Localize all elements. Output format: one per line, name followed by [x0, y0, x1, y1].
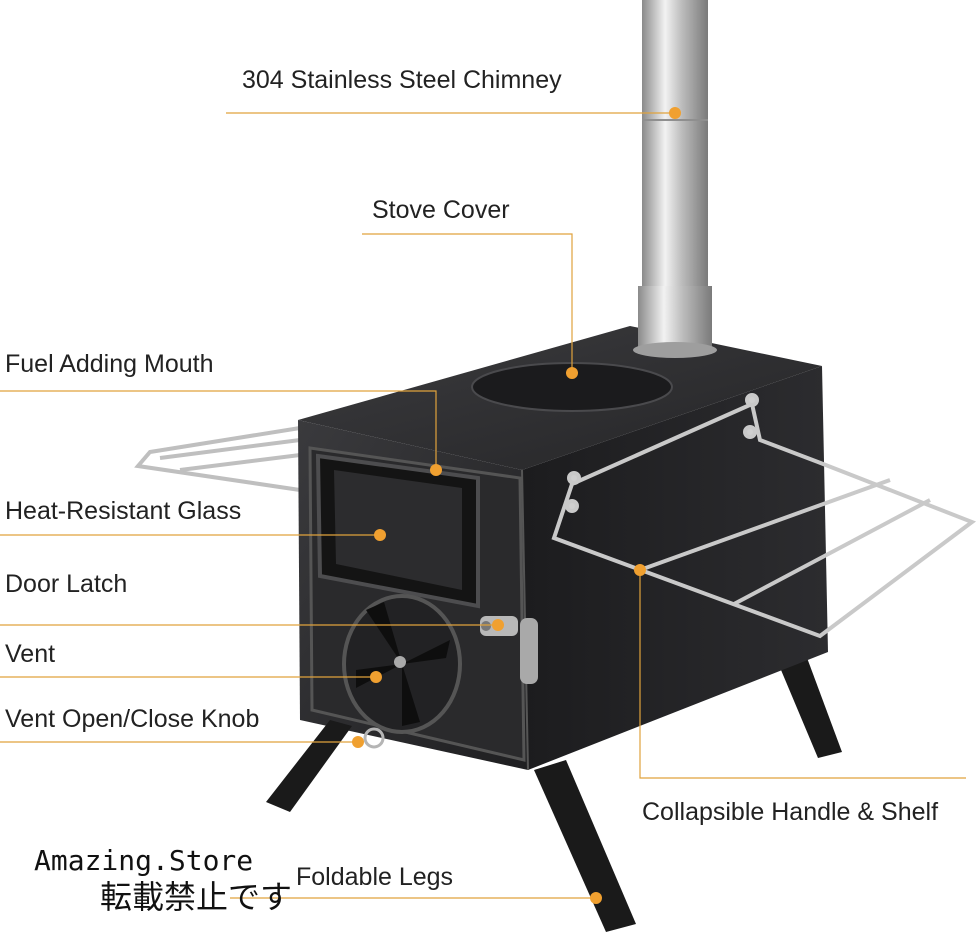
front-legs	[266, 720, 636, 932]
left-shelf	[134, 426, 301, 492]
vent-disc	[342, 594, 462, 734]
label-fuel-adding-mouth: Fuel Adding Mouth	[5, 350, 214, 378]
label-door-latch: Door Latch	[5, 570, 128, 598]
label-foldable-legs: Foldable Legs	[296, 863, 454, 891]
watermark-notice: 転載禁止です	[100, 878, 293, 916]
label-vent-knob: Vent Open/Close Knob	[5, 705, 260, 733]
leader-lines	[0, 112, 966, 899]
right-handle-shelf	[551, 393, 977, 639]
stove-side	[522, 366, 828, 770]
label-handle-shelf: Collapsible Handle & Shelf	[642, 798, 939, 826]
callout-dots	[352, 107, 681, 904]
label-chimney: 304 Stainless Steel Chimney	[242, 66, 562, 94]
label-vent: Vent	[5, 640, 56, 668]
vent-knob	[363, 727, 385, 749]
label-heat-resistant-glass: Heat-Resistant Glass	[5, 497, 242, 525]
watermark-store: Amazing.Store	[34, 844, 254, 877]
label-stove-cover: Stove Cover	[372, 196, 510, 224]
chimney	[633, 0, 717, 358]
